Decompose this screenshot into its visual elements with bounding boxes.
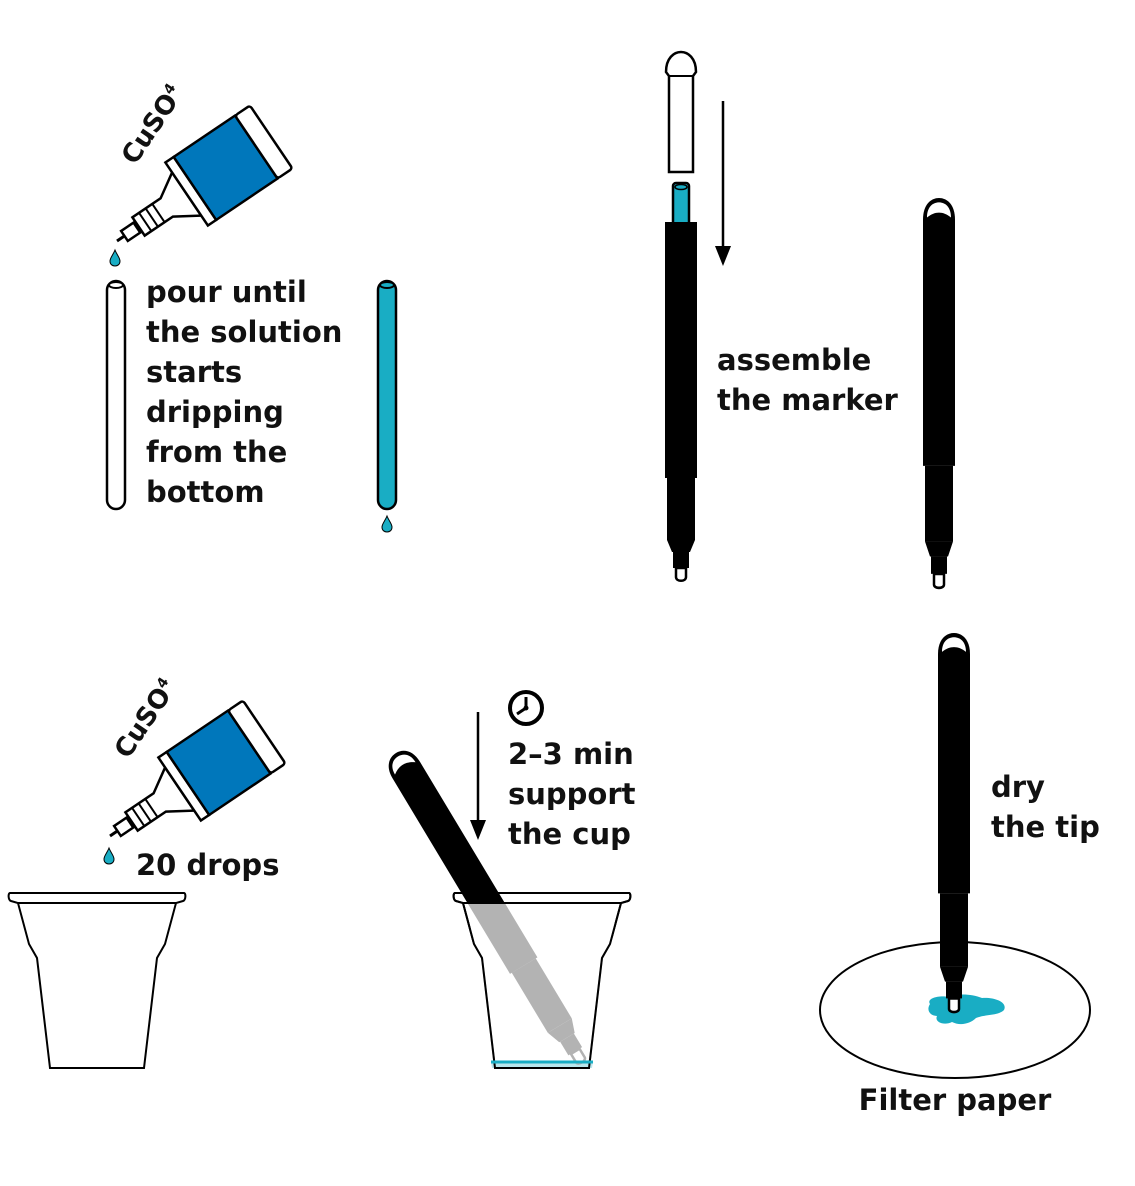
step2-instructions: assemble the marker — [717, 343, 899, 417]
step3-group: CuSO4 20 drops — [7, 674, 287, 1069]
marker-cap-icon — [664, 50, 698, 174]
step5-instructions: dry the tip — [991, 770, 1100, 844]
step4-instructions: 2–3 min support the cup — [508, 737, 646, 851]
filter-paper-caption: Filter paper — [859, 1083, 1052, 1117]
drop-icon — [109, 249, 121, 267]
filled-tube-icon — [376, 279, 398, 511]
down-arrow-icon — [715, 101, 731, 266]
step1-group: CuSO4 pour until the solution starts dri… — [94, 80, 398, 533]
drop-icon — [381, 515, 393, 533]
empty-cup-icon — [7, 892, 187, 1069]
cup-with-marker-icon — [381, 743, 632, 1072]
empty-tube-icon — [105, 279, 127, 511]
marker-on-paper-icon — [936, 631, 972, 1014]
drops-label: 20 drops — [136, 848, 279, 882]
down-arrow-icon — [470, 712, 486, 840]
ink-spot-icon — [928, 994, 1005, 1025]
clock-icon — [508, 690, 544, 726]
cuso4-bottle-icon — [94, 104, 294, 274]
cuso4-bottle-icon — [87, 699, 287, 869]
drop-icon — [103, 847, 115, 865]
step2-group: assemble the marker — [664, 50, 957, 590]
assembled-marker-icon — [921, 196, 957, 590]
step4-group: 2–3 min support the cup — [381, 690, 646, 1072]
step5-group: dry the tip Filter paper — [819, 631, 1100, 1117]
step1-instructions: pour until the solution starts dripping … — [146, 275, 353, 509]
marker-body-icon — [665, 222, 697, 582]
